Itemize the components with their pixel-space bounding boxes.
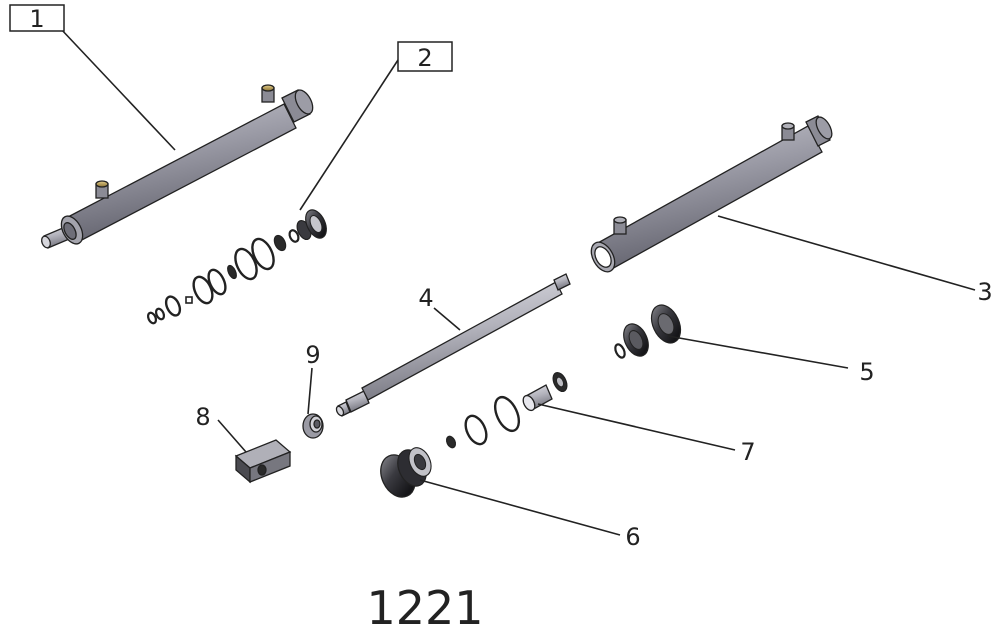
callout-5: 5 — [859, 358, 874, 386]
callout-2: 2 — [417, 44, 432, 72]
callout-4: 4 — [418, 284, 433, 312]
callouts: 1 2 3 4 5 6 7 8 9 — [9, 4, 993, 551]
cylinder-assembly — [41, 84, 314, 249]
diagram-title: 1221 — [366, 581, 483, 633]
callout-3: 3 — [977, 278, 992, 306]
leader-lines — [59, 27, 976, 536]
bushing — [522, 371, 568, 412]
callout-9: 9 — [305, 341, 320, 369]
piston-rod — [335, 273, 571, 417]
cylinder-tube — [590, 115, 833, 273]
seal-kit — [146, 209, 327, 325]
callout-box-2 — [397, 41, 453, 72]
gland-seals — [445, 395, 521, 449]
nut — [302, 413, 324, 439]
callout-8: 8 — [195, 403, 210, 431]
callout-1: 1 — [29, 5, 44, 33]
callout-6: 6 — [625, 523, 640, 551]
clevis-block — [234, 439, 292, 484]
gland-nut — [380, 447, 432, 498]
callout-7: 7 — [740, 438, 755, 466]
callout-box-1 — [9, 4, 65, 32]
piston — [614, 304, 682, 359]
